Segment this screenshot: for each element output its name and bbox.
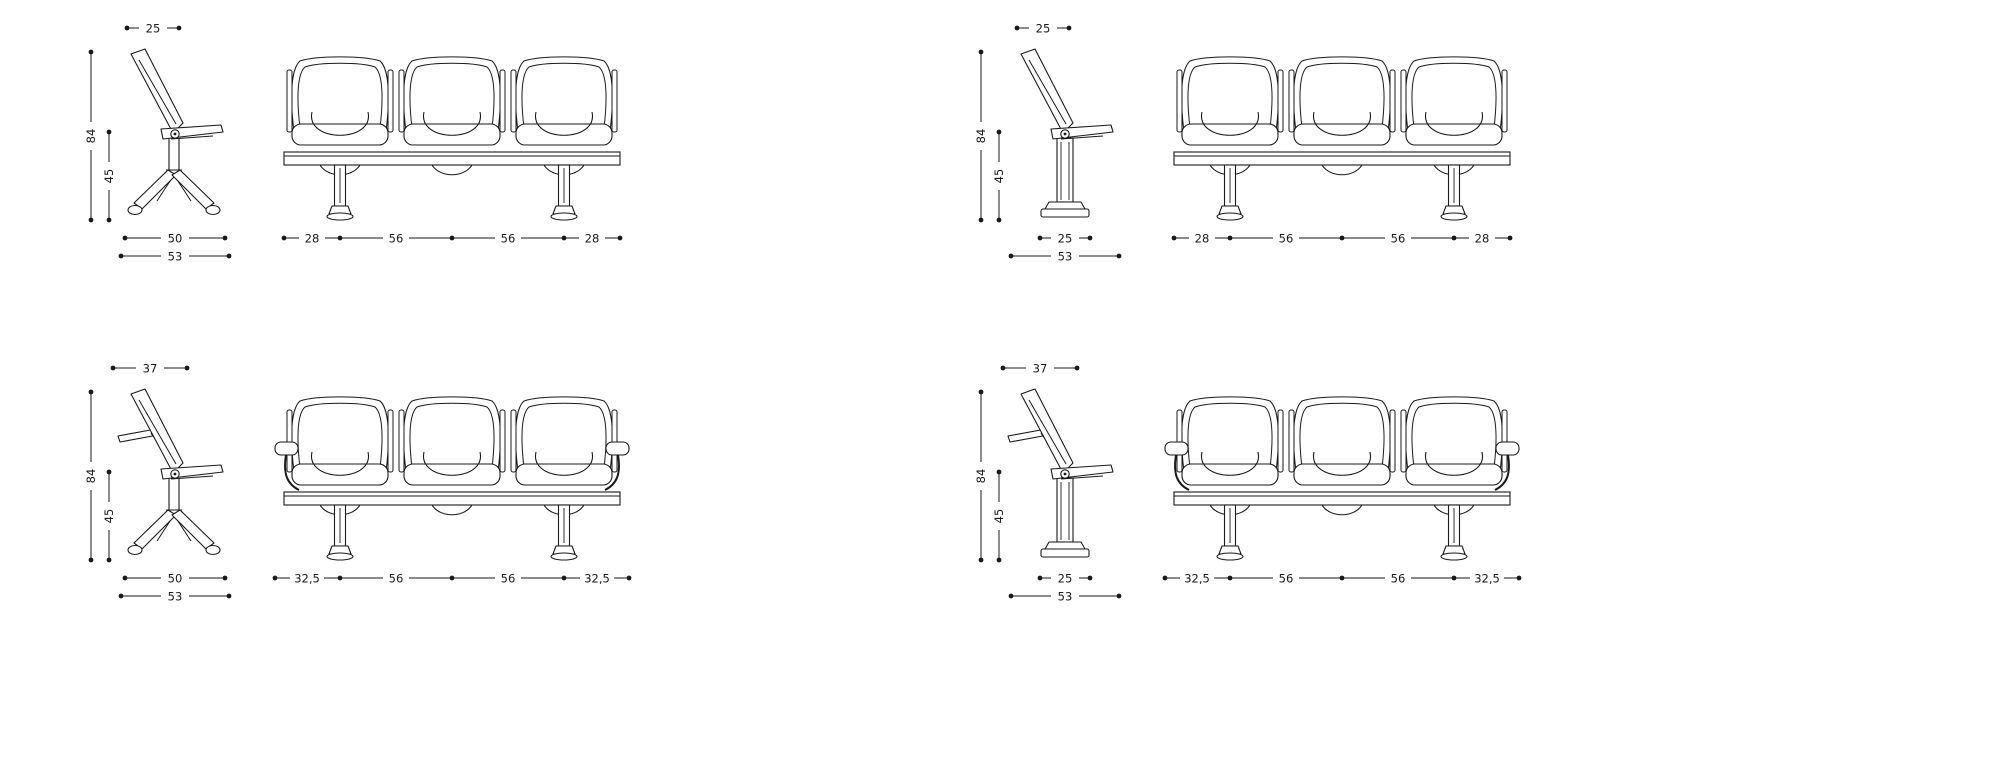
svg-text:45: 45	[992, 169, 1006, 184]
svg-text:84: 84	[84, 129, 98, 144]
svg-text:25: 25	[1058, 572, 1073, 586]
dim-base-width: 50	[122, 231, 228, 246]
three-seat-bench-front-icon	[284, 397, 620, 560]
four-star-base-icon	[127, 477, 221, 556]
svg-text:28: 28	[305, 232, 320, 246]
chair-side-profile-icon	[1020, 48, 1114, 140]
svg-text:25: 25	[1058, 232, 1073, 246]
dim-base-overall: 53	[118, 589, 232, 604]
svg-text:32,5: 32,5	[584, 572, 610, 586]
dim-base-width: 25	[1037, 571, 1093, 586]
svg-text:56: 56	[1279, 232, 1294, 246]
side-view-chair-pedestal-arms: 37 84 45 25 53	[974, 361, 1122, 604]
dim-seat-height: 45	[102, 469, 116, 563]
svg-text:32,5: 32,5	[1474, 572, 1500, 586]
svg-text:25: 25	[1036, 22, 1051, 36]
three-seat-bench-front-icon	[1174, 397, 1510, 560]
svg-text:25: 25	[146, 22, 161, 36]
front-view-bench-arms: 32,5 56 56 32,5	[272, 352, 632, 586]
front-view-bench: 28 56 56 28	[281, 12, 623, 246]
dim-base-overall: 53	[1008, 249, 1122, 264]
svg-text:84: 84	[84, 469, 98, 484]
svg-text:56: 56	[389, 232, 404, 246]
svg-text:28: 28	[1195, 232, 1210, 246]
svg-text:56: 56	[1391, 232, 1406, 246]
dim-total-height: 84	[84, 389, 98, 563]
svg-text:53: 53	[168, 250, 183, 264]
svg-text:84: 84	[974, 129, 988, 144]
dim-total-height: 84	[84, 49, 98, 223]
three-seat-bench-front-icon	[284, 57, 620, 220]
svg-text:45: 45	[102, 509, 116, 524]
side-view-chair-trestle: 25 84 45 50 53	[84, 21, 232, 264]
dim-seat-height: 45	[102, 129, 116, 223]
panel-bottom-left: 37 84 45 50 53	[40, 348, 700, 638]
three-seat-bench-front-icon	[1174, 57, 1510, 220]
svg-text:53: 53	[1058, 590, 1073, 604]
svg-text:56: 56	[1279, 572, 1294, 586]
svg-text:53: 53	[168, 590, 183, 604]
dim-bench-segments: 28 56 56 28	[1171, 231, 1513, 246]
panel-bottom-right: 37 84 45 25 53	[930, 348, 1590, 638]
side-view-chair-trestle-arms: 37 84 45 50 53	[84, 361, 232, 604]
dim-bench-segments: 32,5 56 56 32,5	[1162, 571, 1522, 586]
svg-text:28: 28	[585, 232, 600, 246]
chair-side-profile-icon	[130, 48, 224, 140]
dim-base-overall: 53	[1008, 589, 1122, 604]
dim-base-overall: 53	[118, 249, 232, 264]
dim-back-depth: 37	[110, 361, 190, 376]
svg-text:32,5: 32,5	[294, 572, 320, 586]
svg-text:56: 56	[501, 572, 516, 586]
panel-top-right: 25 84 45 25 53 28	[930, 8, 1590, 298]
pedestal-base-icon	[1040, 477, 1090, 558]
four-star-base-icon	[127, 137, 221, 216]
svg-text:32,5: 32,5	[1184, 572, 1210, 586]
svg-text:50: 50	[168, 572, 183, 586]
svg-text:84: 84	[974, 469, 988, 484]
side-view-chair-pedestal: 25 84 45 25 53	[974, 21, 1122, 264]
dim-base-width: 50	[122, 571, 228, 586]
dim-seat-height: 45	[992, 129, 1006, 223]
svg-text:37: 37	[1033, 362, 1048, 376]
dim-total-height: 84	[974, 389, 988, 563]
dim-seat-height: 45	[992, 469, 1006, 563]
front-view-bench-arms: 32,5 56 56 32,5	[1162, 352, 1522, 586]
svg-text:50: 50	[168, 232, 183, 246]
dim-bench-segments: 28 56 56 28	[281, 231, 623, 246]
pedestal-base-icon	[1040, 137, 1090, 218]
svg-text:45: 45	[992, 509, 1006, 524]
svg-text:28: 28	[1475, 232, 1490, 246]
panel-top-left: 25 84 45 50 53 28	[40, 8, 700, 298]
dim-base-width: 25	[1037, 231, 1093, 246]
dim-back-depth: 25	[124, 21, 182, 36]
svg-text:37: 37	[143, 362, 158, 376]
front-view-bench: 28 56 56 28	[1171, 12, 1513, 246]
svg-text:45: 45	[102, 169, 116, 184]
svg-text:56: 56	[389, 572, 404, 586]
svg-text:56: 56	[1391, 572, 1406, 586]
dim-bench-segments: 32,5 56 56 32,5	[272, 571, 632, 586]
dim-back-depth: 37	[1000, 361, 1080, 376]
dim-total-height: 84	[974, 49, 988, 223]
svg-text:56: 56	[501, 232, 516, 246]
svg-text:53: 53	[1058, 250, 1073, 264]
dim-back-depth: 25	[1014, 21, 1072, 36]
